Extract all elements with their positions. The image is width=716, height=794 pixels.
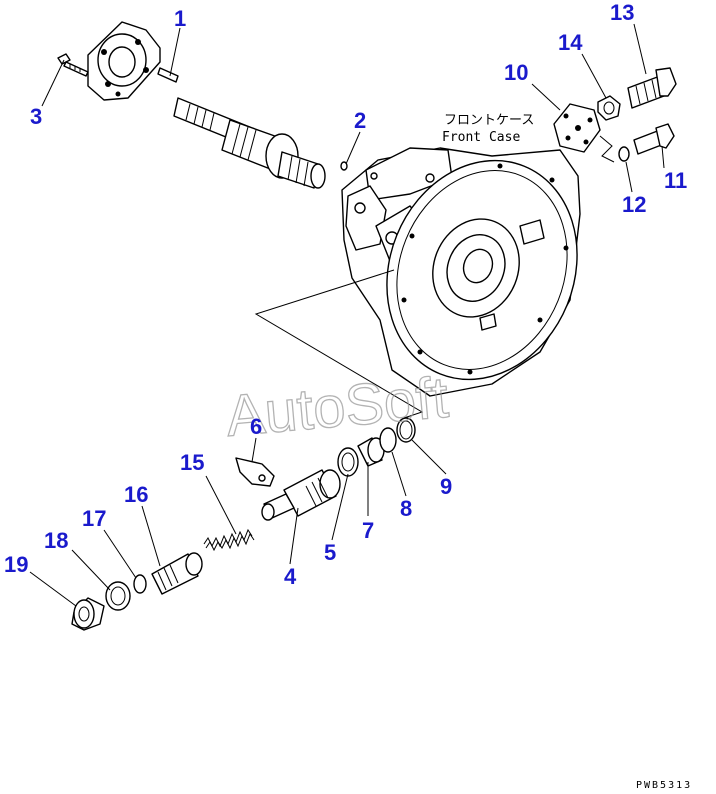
callout-12: 12 [622, 192, 646, 217]
callout-2: 2 [354, 108, 366, 133]
callout-4: 4 [284, 564, 297, 589]
pump-body [341, 147, 581, 397]
stopper-part-6 [235, 457, 275, 487]
oring-part-9 [396, 417, 416, 443]
nut-part-14 [597, 95, 621, 121]
callout-10: 10 [504, 60, 528, 85]
callout-13: 13 [610, 0, 634, 25]
callout-6: 6 [250, 414, 262, 439]
callout-1: 1 [174, 6, 186, 31]
ring-part-5 [337, 447, 359, 477]
callout-7: 7 [362, 518, 374, 543]
callout-16: 16 [124, 482, 148, 507]
cap-nut-part-19 [71, 597, 105, 631]
leader-lines [29, 23, 665, 607]
zigzag-leader [599, 135, 615, 163]
callout-3: 3 [30, 104, 42, 129]
callout-14: 14 [558, 30, 583, 55]
bolt-part-13 [627, 67, 677, 109]
spline-shaft [173, 97, 326, 189]
oring-part-17 [133, 574, 147, 594]
spring-part-15 [203, 528, 255, 552]
callout-5: 5 [324, 540, 336, 565]
front-case-label-en: Front Case [442, 130, 520, 145]
front-case-label-jp: フロントケース [444, 113, 534, 128]
spool-part-4 [261, 469, 341, 521]
bolt-part-11 [633, 123, 675, 155]
oring-part-8 [379, 427, 397, 453]
plug-part-2 [340, 161, 348, 171]
callout-8: 8 [400, 496, 412, 521]
washer-part-18 [105, 581, 131, 611]
cover-plate-part-10 [553, 103, 601, 153]
callout-19: 19 [4, 552, 28, 577]
callout-9: 9 [440, 474, 452, 499]
callout-15: 15 [180, 450, 204, 475]
drawing-code: PWB5313 [636, 780, 692, 791]
callout-17: 17 [82, 506, 106, 531]
callout-18: 18 [44, 528, 68, 553]
bolt-part-3 [57, 53, 89, 77]
callout-11: 11 [664, 168, 687, 193]
plug-part-16 [151, 552, 203, 595]
exploded-guide-lines [254, 269, 424, 419]
washer-part-12 [618, 146, 630, 162]
pin-part-1 [157, 67, 179, 83]
front-cover-plate [87, 21, 161, 101]
